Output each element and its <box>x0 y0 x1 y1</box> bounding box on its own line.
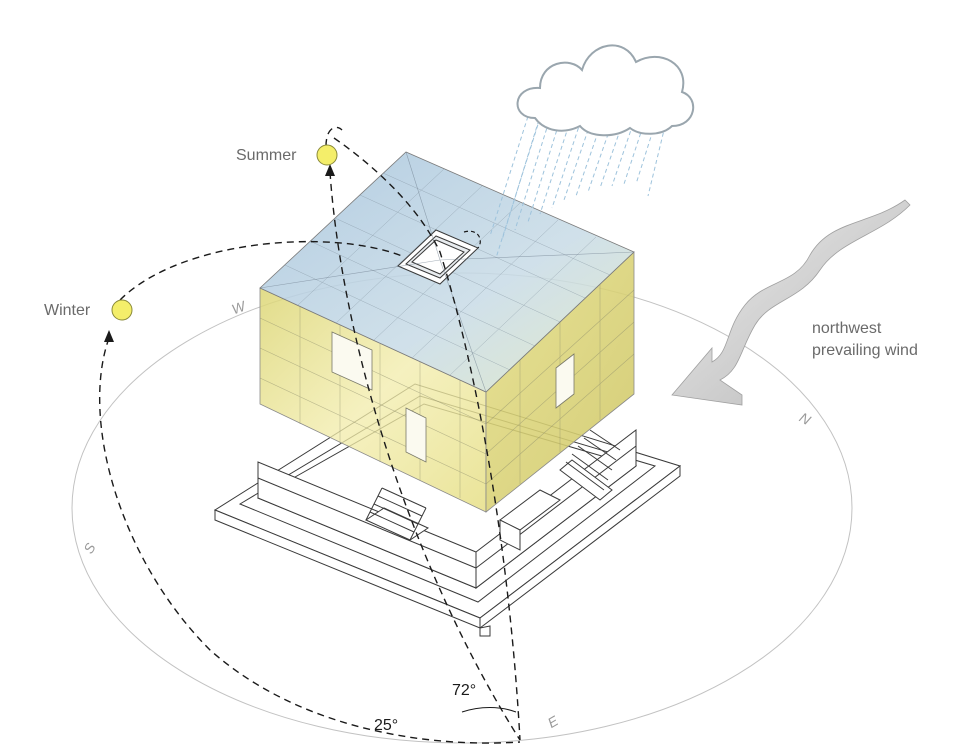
compass-south: S <box>80 540 99 557</box>
summer-label: Summer <box>236 147 297 164</box>
winter-sun-icon <box>111 299 133 321</box>
sun-paths <box>98 126 521 744</box>
window-left-1 <box>331 331 373 391</box>
right-stair <box>559 429 621 501</box>
window-left-2 <box>405 407 427 463</box>
cloud-icon <box>516 44 695 137</box>
structure-hatching <box>259 284 635 498</box>
compass-west: W <box>229 297 249 317</box>
summer-ray <box>333 137 521 741</box>
summer-sun-icon <box>316 144 338 166</box>
wind-label-line2: prevailing wind <box>812 342 918 359</box>
angle-summer-label: 72° <box>452 682 476 699</box>
winter-arc <box>119 240 403 301</box>
windows <box>331 331 575 463</box>
front-stair <box>364 487 430 541</box>
skylight-hook <box>463 230 481 249</box>
compass-east: E <box>545 712 562 731</box>
winter-sun-path <box>98 337 521 744</box>
wind-arrow-icon <box>671 199 911 406</box>
winter-label: Winter <box>44 302 91 319</box>
skylight <box>397 229 479 285</box>
wind-label-line1: northwest <box>812 320 882 337</box>
angle-winter-label: 25° <box>374 717 398 734</box>
summer-sun-path <box>329 171 521 741</box>
winter-arrowhead <box>104 330 114 342</box>
angle-arc-72 <box>461 707 517 713</box>
window-right-1 <box>555 353 575 409</box>
summer-top-arc <box>325 126 343 147</box>
summer-arrowhead <box>325 164 335 176</box>
compass-north: N <box>797 409 815 428</box>
